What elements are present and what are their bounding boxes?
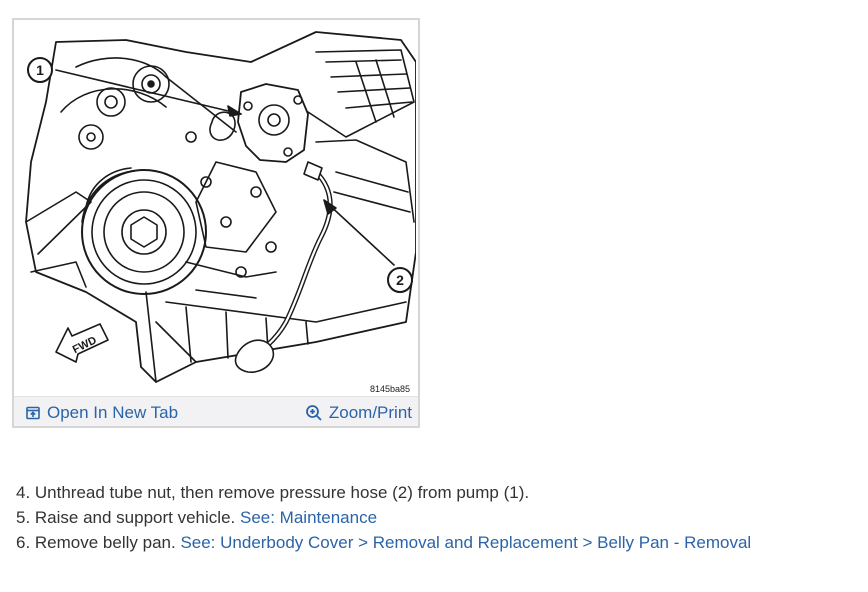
step-4-text: 4. Unthread tube nut, then remove pressu… bbox=[16, 483, 530, 502]
open-in-new-tab-label: Open In New Tab bbox=[47, 403, 179, 422]
see-maintenance-link[interactable]: See: Maintenance bbox=[239, 508, 378, 527]
callout-1-label: 1 bbox=[36, 62, 44, 78]
callout-2-label: 2 bbox=[396, 272, 404, 288]
see-belly-pan-removal-link[interactable]: See: Underbody Cover > Removal and Repla… bbox=[180, 533, 752, 552]
step-4: 4. Unthread tube nut, then remove pressu… bbox=[16, 480, 751, 505]
callout-1: 1 bbox=[27, 57, 53, 83]
zoom-print-button[interactable]: Zoom/Print bbox=[305, 403, 412, 423]
engine-diagram: 1 2 FWD 8145ba85 bbox=[16, 22, 416, 396]
open-new-tab-icon bbox=[25, 405, 41, 421]
figure-card: 1 2 FWD 8145ba85 Open In New Tab bbox=[12, 18, 420, 428]
step-6-text: 6. Remove belly pan. bbox=[16, 533, 176, 552]
zoom-print-label: Zoom/Print bbox=[328, 403, 412, 422]
step-5-text: 5. Raise and support vehicle. bbox=[16, 508, 236, 527]
fwd-label: FWD bbox=[71, 334, 99, 356]
callout-2: 2 bbox=[387, 267, 413, 293]
figure-footer: Open In New Tab Zoom/Print bbox=[14, 396, 418, 426]
step-6: 6. Remove belly pan. See: Underbody Cove… bbox=[16, 530, 751, 555]
figure-id: 8145ba85 bbox=[369, 384, 410, 394]
step-5: 5. Raise and support vehicle. See: Maint… bbox=[16, 505, 751, 530]
magnifier-plus-icon bbox=[305, 404, 323, 422]
procedure-steps: 4. Unthread tube nut, then remove pressu… bbox=[16, 480, 751, 555]
open-in-new-tab-button[interactable]: Open In New Tab bbox=[25, 403, 178, 423]
